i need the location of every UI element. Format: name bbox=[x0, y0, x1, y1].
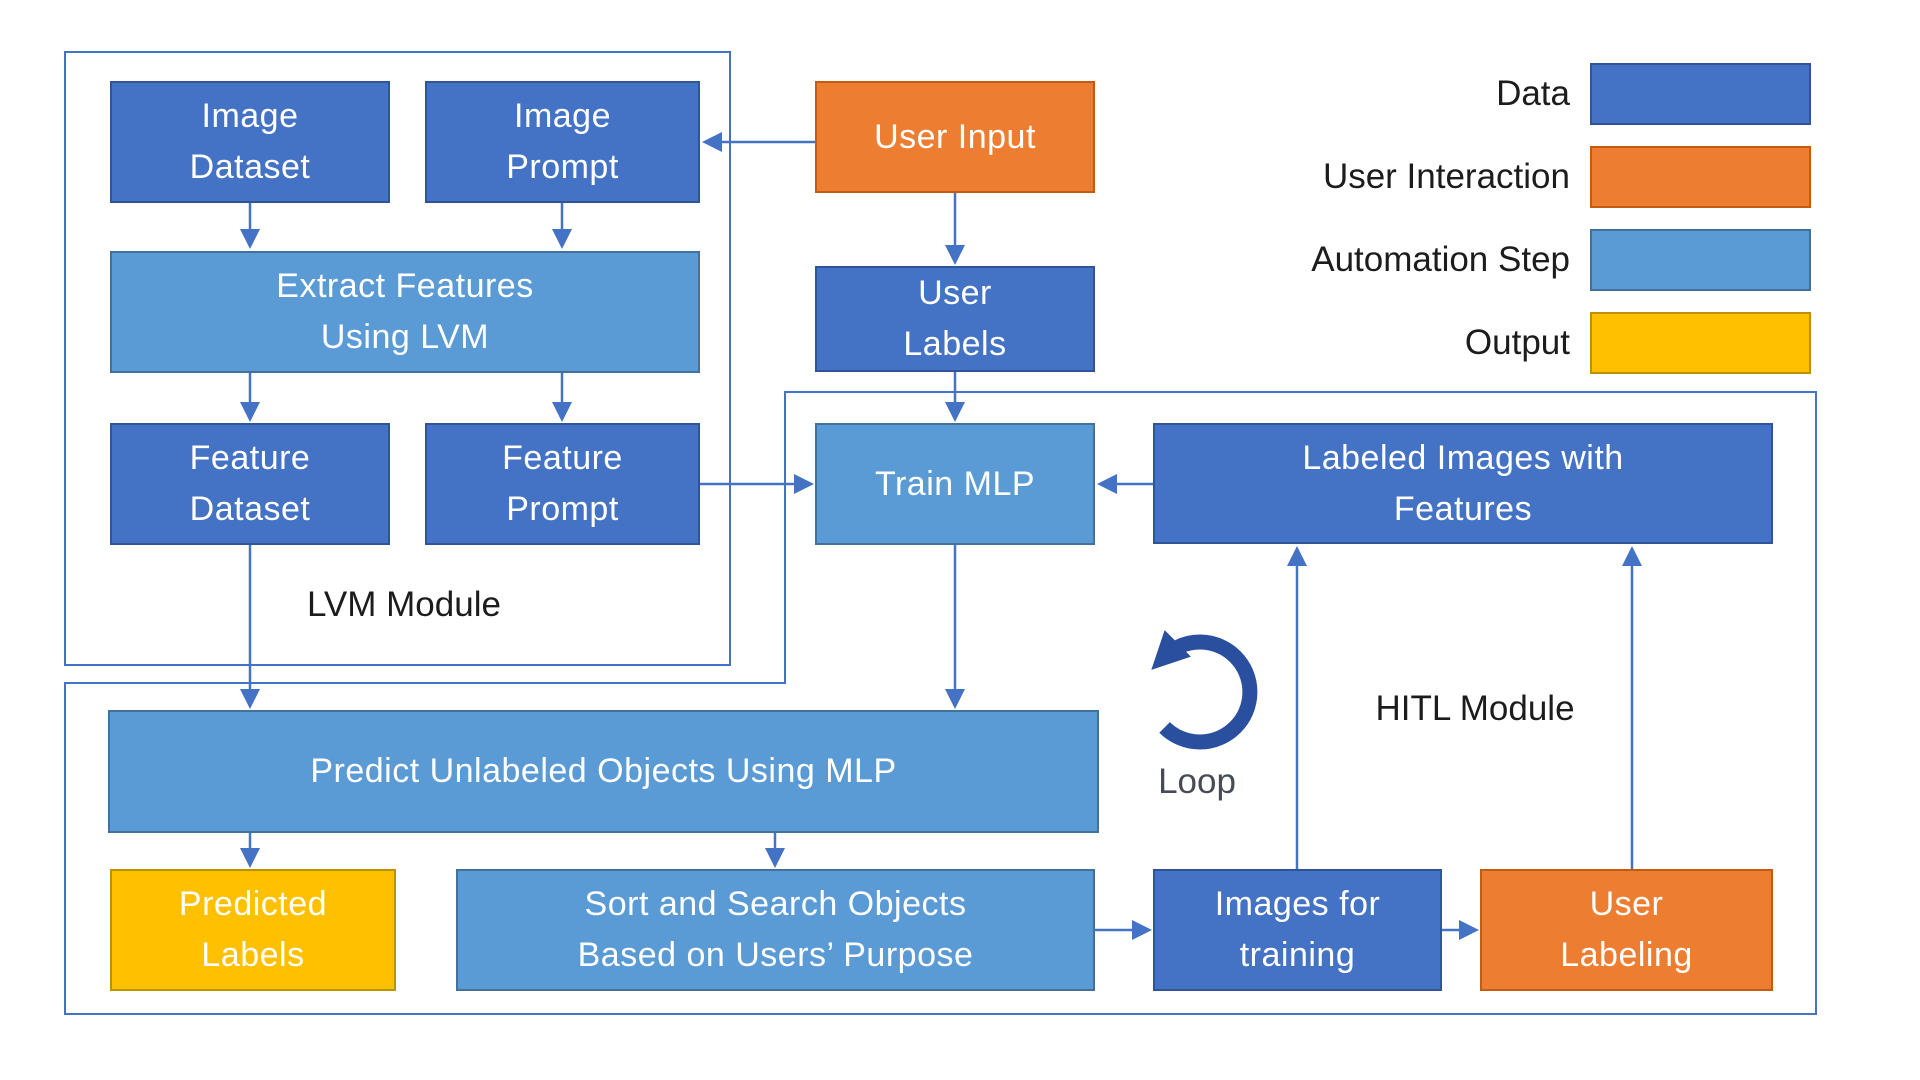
node-predicted-labels: Predicted Labels bbox=[110, 869, 396, 991]
node-user-input: User Input bbox=[815, 81, 1095, 193]
node-sort-search: Sort and Search Objects Based on Users’ … bbox=[456, 869, 1095, 991]
loop-label: Loop bbox=[1158, 762, 1236, 801]
hitl-module-border bbox=[64, 391, 1817, 1015]
lvm-module-label: LVM Module bbox=[307, 585, 501, 624]
connector-arrows bbox=[240, 132, 1642, 940]
node-train-mlp: Train MLP bbox=[815, 423, 1095, 545]
node-predict: Predict Unlabeled Objects Using MLP bbox=[108, 710, 1099, 833]
legend-row-user-interaction: User Interaction bbox=[1120, 146, 1811, 208]
legend-swatch-user-interaction bbox=[1590, 146, 1811, 208]
node-user-labeling: User Labeling bbox=[1480, 869, 1773, 991]
legend-label-user-interaction: User Interaction bbox=[1322, 157, 1570, 196]
legend-label-data: Data bbox=[1496, 74, 1570, 113]
legend-row-output: Output bbox=[1120, 312, 1811, 374]
node-image-dataset: Image Dataset bbox=[110, 81, 390, 203]
legend: Data User Interaction Automation Step Ou… bbox=[1120, 63, 1811, 395]
node-feature-prompt: Feature Prompt bbox=[425, 423, 700, 545]
node-image-prompt: Image Prompt bbox=[425, 81, 700, 203]
hitl-module-label: HITL Module bbox=[1375, 689, 1575, 728]
node-feature-dataset: Feature Dataset bbox=[110, 423, 390, 545]
node-images-training: Images for training bbox=[1153, 869, 1442, 991]
legend-swatch-data bbox=[1590, 63, 1811, 125]
legend-swatch-automation-step bbox=[1590, 229, 1811, 291]
legend-row-data: Data bbox=[1120, 63, 1811, 125]
legend-label-automation-step: Automation Step bbox=[1311, 240, 1570, 279]
legend-label-output: Output bbox=[1464, 323, 1570, 362]
node-user-labels: User Labels bbox=[815, 266, 1095, 372]
node-extract-features: Extract Features Using LVM bbox=[110, 251, 700, 373]
legend-row-automation-step: Automation Step bbox=[1120, 229, 1811, 291]
node-labeled-images: Labeled Images with Features bbox=[1153, 423, 1773, 544]
loop-arrow-icon bbox=[1151, 630, 1258, 750]
legend-swatch-output bbox=[1590, 312, 1811, 374]
lvm-module-border bbox=[64, 51, 731, 666]
